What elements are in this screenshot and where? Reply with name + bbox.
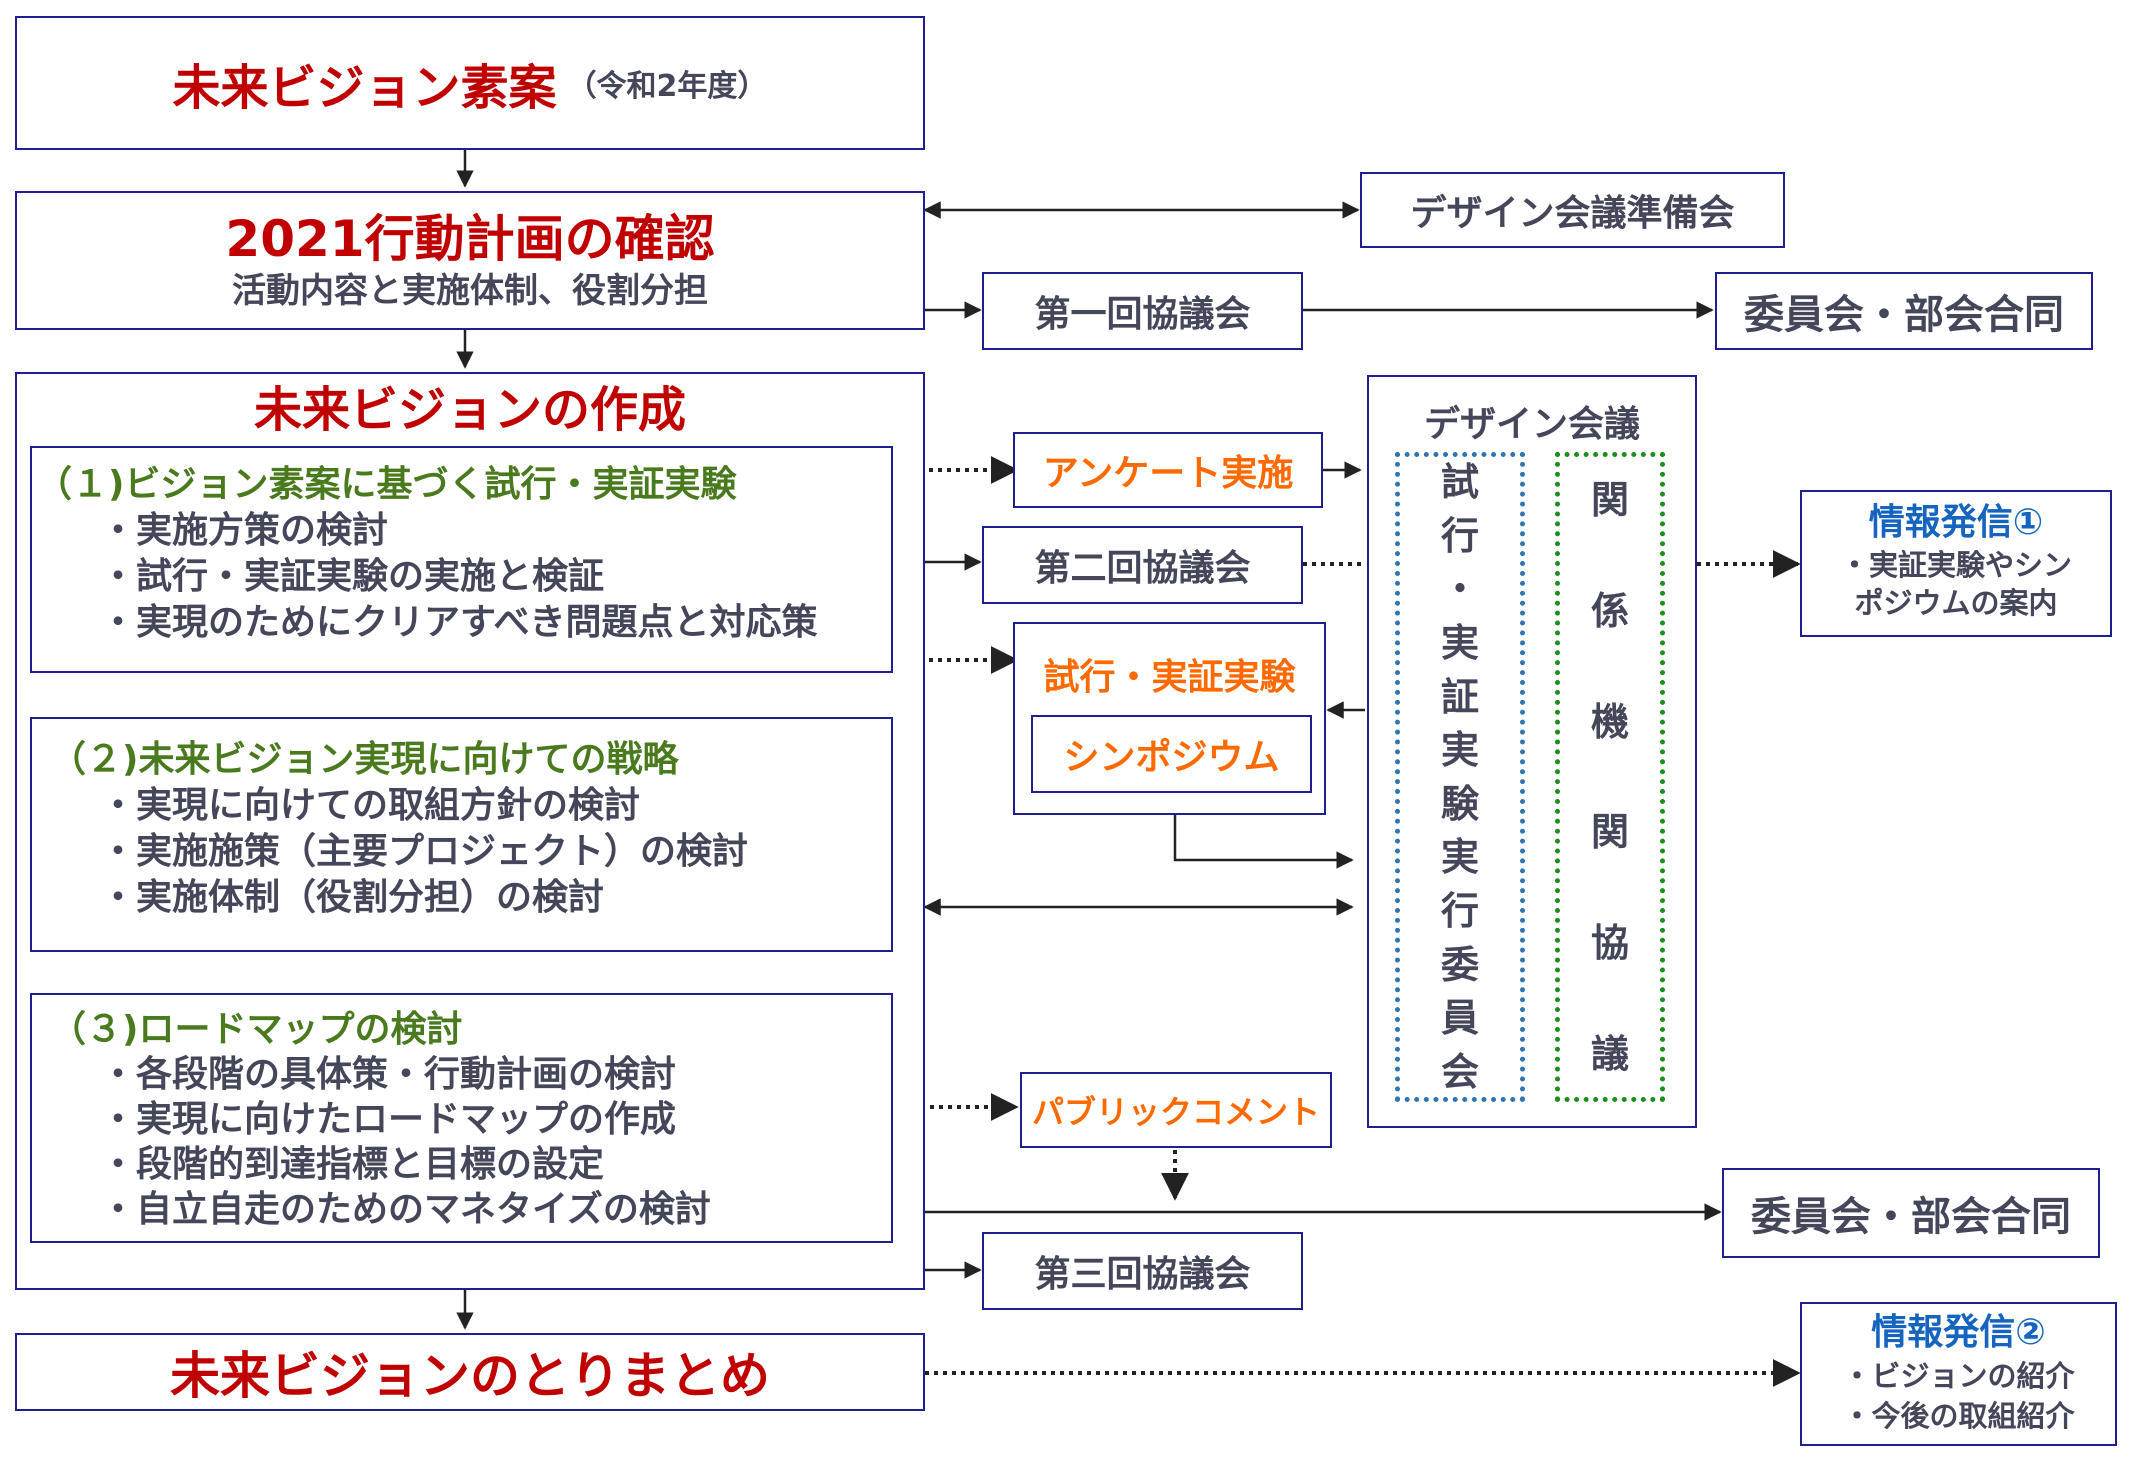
summary-title: 未来ビジョンのとりまとめ — [170, 1347, 770, 1405]
council-1-label: 第一回協議会 — [1034, 294, 1251, 335]
summary-box: 未来ビジョンのとりまとめ — [15, 1333, 925, 1411]
joint-meeting-2-label: 委員会・部会合同 — [1751, 1194, 2071, 1240]
design-meeting-box: デザイン会議 — [1367, 375, 1697, 1128]
section-1-item: ・実現のためにクリアすべき問題点と対応策 — [100, 602, 818, 643]
info-1-title: 情報発信① — [1868, 502, 2044, 543]
survey-box: アンケート実施 — [1013, 432, 1323, 508]
committee-char: 員 — [1440, 996, 1479, 1041]
committee-char: 試 — [1440, 460, 1479, 504]
section-1-item: ・試行・実証実験の実施と検証 — [100, 556, 605, 597]
confirm-subtitle: 活動内容と実施体制、役割分担 — [232, 270, 708, 311]
public-comment-label: パブリックコメント — [1031, 1093, 1320, 1131]
committee-char: 委 — [1440, 942, 1479, 987]
section-2-item: ・実施体制（役割分担）の検討 — [100, 877, 605, 918]
joint-meeting-1-box: 委員会・部会合同 — [1715, 272, 2093, 350]
council-3-box: 第三回協議会 — [982, 1232, 1303, 1310]
committee-dotted-box — [1395, 452, 1525, 1102]
section-2-item: ・実現に向けての取組方針の検討 — [100, 785, 641, 826]
section-2-heading: （２)未来ビジョン実現に向けての戦略 — [50, 739, 679, 780]
design-meeting-title: デザイン会議 — [1423, 404, 1640, 445]
council-1-box: 第一回協議会 — [982, 272, 1303, 350]
committee-char: 証 — [1440, 674, 1479, 719]
create-title: 未来ビジョンの作成 — [253, 382, 686, 438]
info-2-title: 情報発信② — [1871, 1312, 2046, 1353]
council-3-label: 第三回協議会 — [1034, 1254, 1251, 1295]
council-2-label: 第二回協議会 — [1034, 548, 1251, 589]
draft-title: 未来ビジョン素案 — [172, 60, 557, 116]
public-comment-box: パブリックコメント — [1020, 1072, 1332, 1148]
section-3-box: （３)ロードマップの検討 ・各段階の具体策・行動計画の検討 ・実現に向けたロード… — [30, 993, 893, 1243]
info-1-line: ・実証実験やシン — [1839, 548, 2072, 582]
related-orgs-char: 議 — [1590, 1031, 1629, 1076]
related-orgs-char: 係 — [1590, 588, 1629, 633]
related-orgs-char: 関 — [1590, 810, 1629, 855]
section-2-box: （２)未来ビジョン実現に向けての戦略 ・実現に向けての取組方針の検討 ・実施施策… — [30, 717, 893, 952]
prep-meeting-box: デザイン会議準備会 — [1360, 172, 1785, 248]
committee-char: ・ — [1440, 567, 1479, 612]
section-3-item: ・実現に向けたロードマップの作成 — [100, 1099, 677, 1140]
section-1-item: ・実施方策の検討 — [100, 510, 389, 551]
committee-char: 行 — [1440, 513, 1479, 558]
section-1-box: （１)ビジョン素案に基づく試行・実証実験 ・実施方策の検討 ・試行・実証実験の実… — [30, 446, 893, 673]
info-2-box: 情報発信② ・ビジョンの紹介 ・今後の取組紹介 — [1800, 1302, 2117, 1446]
prep-meeting-label: デザイン会議準備会 — [1410, 193, 1735, 234]
section-1-heading: （１)ビジョン素案に基づく試行・実証実験 — [36, 464, 737, 505]
joint-meeting-1-label: 委員会・部会合同 — [1744, 292, 2064, 338]
council-2-box: 第二回協議会 — [982, 526, 1303, 604]
info-1-box: 情報発信① ・実証実験やシン ポジウムの案内 — [1800, 490, 2112, 637]
arrow-trial-design — [1173, 815, 1354, 869]
related-orgs-char: 協 — [1590, 921, 1629, 966]
related-orgs-char: 機 — [1590, 699, 1629, 744]
section-3-item: ・段階的到達指標と目標の設定 — [100, 1144, 605, 1185]
confirm-title: 2021行動計画の確認 — [225, 209, 715, 268]
committee-char: 験 — [1440, 781, 1479, 826]
related-orgs-dotted-box — [1555, 452, 1665, 1102]
committee-vertical-text: 試行・実証実験実行委員会 — [1395, 462, 1525, 1092]
joint-meeting-2-box: 委員会・部会合同 — [1722, 1168, 2100, 1258]
info-2-line: ・ビジョンの紹介 — [1842, 1359, 2075, 1393]
symposium-box: シンポジウム — [1031, 715, 1312, 793]
committee-char: 行 — [1440, 889, 1479, 933]
section-2-item: ・実施施策（主要プロジェクト）の検討 — [100, 831, 749, 872]
confirm-box: 2021行動計画の確認 活動内容と実施体制、役割分担 — [15, 191, 925, 330]
section-3-heading: （３)ロードマップの検討 — [50, 1009, 463, 1050]
draft-note: （令和2年度） — [566, 69, 768, 104]
survey-label: アンケート実施 — [1042, 453, 1294, 494]
committee-char: 実 — [1440, 835, 1479, 880]
draft-box: 未来ビジョン素案 （令和2年度） — [15, 16, 925, 150]
info-1-line: ポジウムの案内 — [1854, 586, 2058, 620]
related-orgs-vertical-text: 関係機関協議 — [1555, 480, 1665, 1074]
symposium-label: シンポジウム — [1063, 737, 1280, 778]
info-2-line: ・今後の取組紹介 — [1842, 1399, 2075, 1433]
section-3-item: ・各段階の具体策・行動計画の検討 — [100, 1054, 677, 1095]
related-orgs-char: 関 — [1590, 478, 1629, 522]
committee-char: 実 — [1440, 728, 1479, 773]
committee-char: 会 — [1440, 1049, 1479, 1094]
committee-char: 実 — [1440, 620, 1479, 665]
trial-title: 試行・実証実験 — [1043, 657, 1296, 698]
section-3-item: ・自立自走のためのマネタイズの検討 — [100, 1189, 711, 1230]
